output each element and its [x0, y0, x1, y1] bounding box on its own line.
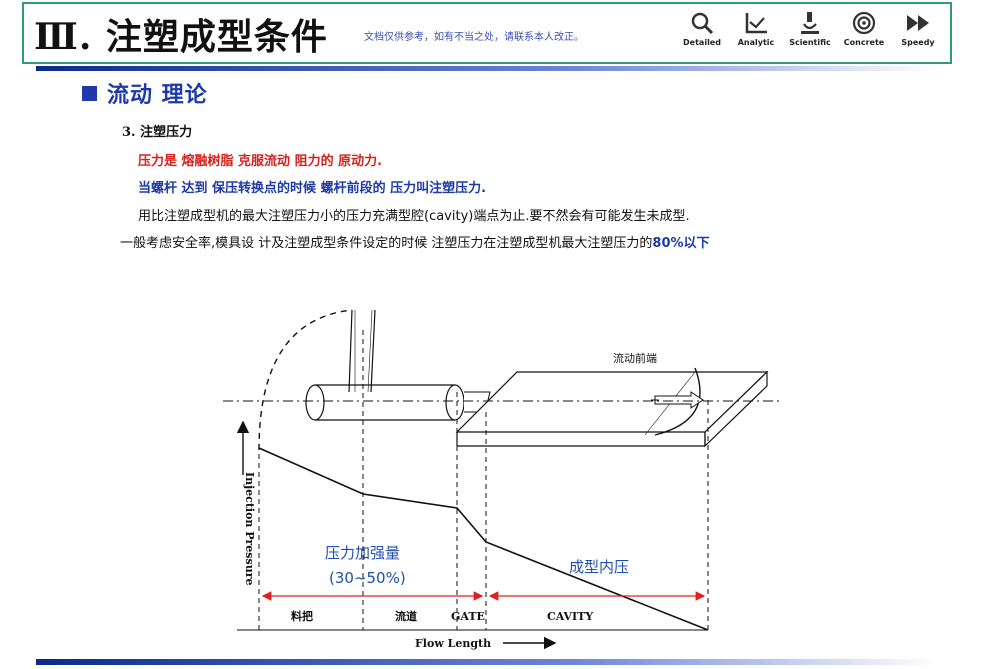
- injection-pressure-diagram: 流动前端 Injection Pressure 压力加强量 (30~50%) 成…: [223, 309, 780, 650]
- pressure-curve: [258, 447, 709, 631]
- body-line-2: 一般考虑安全率,模具设 计及注塑成型条件设定的时候 注塑压力在注塑成型机最大注塑…: [120, 232, 710, 251]
- header-gradient-bar: [36, 66, 938, 71]
- icon-scientific: Scientific: [786, 10, 834, 47]
- footer-gradient-bar: [36, 659, 938, 665]
- slide-header: Ⅲ. 注塑成型条件 文档仅供参考，如有不当之处，请联系本人改正。 Detaile…: [22, 2, 952, 64]
- segment-label-sprue: 料把: [291, 609, 313, 623]
- section-dividers: [258, 330, 709, 630]
- segment-label-gate: GATE: [451, 610, 485, 623]
- section-heading: 流动 理论: [82, 77, 208, 109]
- sprue-dashed-arc: [258, 309, 353, 451]
- segment-label-runner: 流道: [395, 609, 417, 623]
- icon-analytic: Analytic: [732, 10, 780, 47]
- x-axis-label: Flow Length: [415, 637, 491, 650]
- cavity-pressure-label: 成型内压: [569, 558, 629, 576]
- magnifier-icon: [691, 12, 714, 35]
- square-bullet-icon: [82, 85, 97, 101]
- sprue-column: [348, 309, 376, 393]
- body-line-1: 用比注塑成型机的最大注塑压力小的压力充满型腔(cavity)端点为止.要不然会有…: [138, 209, 690, 224]
- icon-detailed: Detailed: [678, 10, 726, 47]
- icon-concrete: Concrete: [840, 10, 888, 47]
- boost-label-1: 压力加强量: [325, 544, 400, 562]
- cavity-slab: [455, 367, 769, 448]
- target-icon: [852, 11, 876, 35]
- body-line-2-text: 一般考虑安全率,模具设 计及注塑成型条件设定的时候 注塑压力在注塑成型机最大注塑…: [120, 236, 653, 251]
- definition-line-red: 压力是 熔融树脂 克服流动 阻力的 原动力.: [138, 154, 383, 169]
- boost-label-2: (30~50%): [329, 569, 406, 587]
- flow-front-label: 流动前端: [613, 351, 657, 365]
- microscope-icon: [801, 12, 819, 34]
- definition-line-blue: 当螺杆 达到 保压转换点的时候 螺杆前段的 压力叫注塑压力.: [138, 181, 487, 196]
- y-axis-label: Injection Pressure: [243, 472, 256, 586]
- header-icon-group: Detailed Analytic Scientific Concrete: [678, 10, 942, 47]
- header-note: 文档仅供参考，如有不当之处，请联系本人改正。: [364, 32, 584, 43]
- icon-speedy: Speedy: [894, 10, 942, 47]
- fast-forward-icon: [907, 15, 929, 31]
- section-title: 流动 理论: [107, 83, 208, 108]
- header-title: Ⅲ. 注塑成型条件: [34, 16, 328, 58]
- flow-direction-arrow: [651, 391, 704, 409]
- subheading: 3. 注塑压力: [122, 125, 193, 140]
- body-line-2-highlight: 80%以下: [652, 236, 710, 251]
- segment-label-cavity: CAVITY: [547, 610, 593, 623]
- line-chart-icon: [745, 13, 767, 34]
- runner-cylinder: [305, 384, 465, 421]
